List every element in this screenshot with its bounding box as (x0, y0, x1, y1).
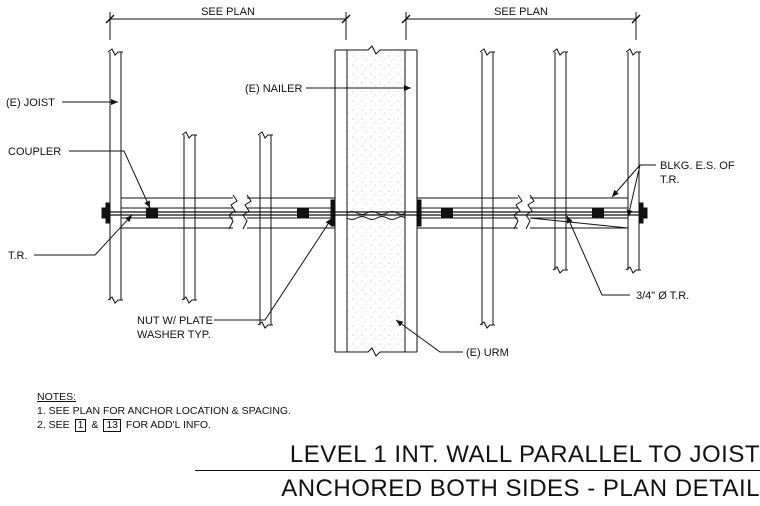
note-1: 1. SEE PLAN FOR ANCHOR LOCATION & SPACIN… (37, 405, 291, 417)
note-2-prefix: 2. SEE (37, 419, 70, 431)
label-nut-line1: NUT W/ PLATE (137, 315, 213, 327)
joist-6 (625, 48, 641, 274)
break-line-left (228, 194, 252, 230)
coupler (592, 208, 604, 218)
dimension-line-left (105, 12, 351, 40)
label-coupler: COUPLER (8, 146, 61, 158)
label-joist: (E) JOIST (6, 97, 55, 109)
coupler (146, 208, 158, 218)
threaded-rod (104, 211, 647, 216)
nut-plate-near-wall-left (330, 199, 335, 227)
blocking-top-row (121, 197, 628, 209)
note-2: 2. SEE 1 & 13 FOR ADD'L INFO. (37, 418, 291, 432)
label-nailer: (E) NAILER (245, 83, 303, 95)
label-tr: T.R. (8, 250, 28, 262)
label-blocking-line2: T.R. (660, 174, 680, 186)
dimension-label-right: SEE PLAN (494, 6, 548, 18)
dimension-label-left: SEE PLAN (201, 6, 255, 18)
end-plate-right (639, 202, 648, 224)
break-line-right (513, 194, 535, 230)
blocking-bottom-row (121, 217, 629, 229)
leader-blocking-2 (626, 164, 641, 218)
joist-1 (107, 48, 123, 304)
note-2-suffix: FOR ADD'L INFO. (125, 419, 211, 431)
detail-reference-1: 1 (74, 419, 87, 432)
leader-tr (34, 214, 133, 256)
title-line-2: ANCHORED BOTH SIDES - PLAN DETAIL (281, 475, 760, 502)
leader-rod (566, 215, 630, 296)
leader-urm (395, 319, 463, 353)
notes-block: NOTES: 1. SEE PLAN FOR ANCHOR LOCATION &… (37, 390, 291, 432)
detail-reference-13: 13 (103, 419, 121, 432)
end-plate-left (101, 202, 110, 224)
label-blocking-line1: BLKG. E.S. OF (660, 160, 735, 172)
joist-4 (479, 48, 495, 329)
label-nut-line2: WASHER TYP. (137, 329, 211, 341)
dimension-line-right (401, 12, 641, 40)
coupler (297, 208, 309, 218)
leader-coupler (69, 150, 151, 209)
title-divider (195, 470, 760, 471)
title-line-1: LEVEL 1 INT. WALL PARALLEL TO JOIST (289, 441, 760, 468)
label-rod: 3/4" Ø T.R. (636, 290, 689, 302)
notes-heading: NOTES: (37, 391, 77, 403)
joist-3 (257, 131, 273, 329)
urm-wall (334, 45, 418, 357)
joist-5 (552, 48, 568, 274)
note-2-amp: & (91, 419, 99, 431)
leader-nut (214, 217, 333, 321)
label-urm: (E) URM (466, 347, 509, 359)
coupler (441, 208, 453, 218)
nut-plate-near-wall-right (417, 199, 422, 227)
